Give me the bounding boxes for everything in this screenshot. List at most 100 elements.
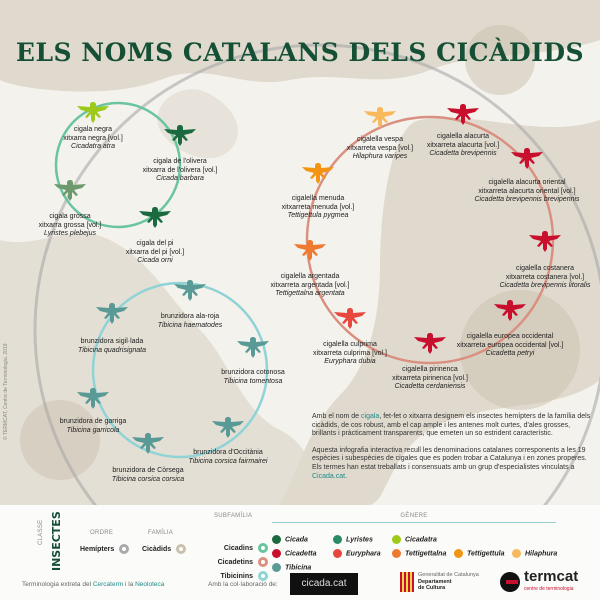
cicada-icon[interactable] [138, 206, 172, 228]
legend-cicadids[interactable]: Cicàdids [142, 544, 187, 554]
cicada-icon[interactable] [163, 124, 197, 146]
cicada-icon[interactable] [413, 332, 447, 354]
legend-genus[interactable]: Cicada [272, 535, 308, 544]
cicadids-ring-icon [176, 544, 187, 554]
cicada-icon[interactable] [446, 103, 480, 125]
legend-genus-label: Cicadetta [285, 550, 317, 558]
species-latin-name: Tibicina corsica fairmairei [188, 457, 268, 465]
cicada-icon[interactable] [236, 336, 270, 358]
legend-genus[interactable]: Cicadatra [392, 535, 437, 544]
cicada-cat-link[interactable]: Cicada.cat [312, 472, 346, 480]
cicada-cat-logo[interactable]: cicada.cat [290, 573, 358, 595]
legend-genus-label: Hilaphura [525, 550, 558, 558]
collab-label: Amb la col·laboració de: [208, 581, 278, 588]
legend-genus-label: Euryphara [346, 550, 381, 558]
genus-dot-icon [272, 535, 281, 544]
species-common-name: brunzidora ala-roja [160, 313, 220, 320]
species-vulgar-name: xitxarreta europea occidental [vol.] [456, 341, 564, 349]
cicada-icon[interactable] [173, 279, 207, 301]
cicada-icon[interactable] [493, 299, 527, 321]
cicada-icon[interactable] [528, 230, 562, 252]
gencat-logo-icon [400, 572, 414, 592]
legend-subfamily[interactable]: Cicadins [212, 543, 268, 553]
genus-dot-icon [272, 549, 281, 558]
cicada-icon[interactable] [76, 101, 110, 123]
species-vulgar-name: xitxarra negra [vol.] [63, 134, 123, 142]
subfamily-ring-icon [258, 557, 268, 567]
cicada-icon[interactable] [510, 147, 544, 169]
cicada-icon[interactable] [131, 432, 165, 454]
species-vulgar-name: xitxarreta culprima [vol.] [313, 349, 387, 357]
intro-text: Aquesta infografia interactiva recull le… [312, 446, 587, 471]
cicada-icon[interactable] [333, 307, 367, 329]
cicada-icon[interactable] [363, 106, 397, 128]
legend-genus[interactable]: Cicadetta [272, 549, 317, 558]
page-title: ELS NOMS CATALANS DELS CICÀDIDS [15, 38, 585, 67]
cicada-icon[interactable] [301, 162, 335, 184]
species-common-name: cigala grossa [49, 213, 91, 220]
species-common-name: cigalella costanera [516, 265, 574, 272]
species-common-name: cigalella menuda [291, 195, 345, 202]
legend-genus[interactable]: Hilaphura [512, 549, 557, 558]
species-latin-name: Tibicina quadrisignata [77, 346, 147, 354]
species-vulgar-name: xitxarreta alacurta [vol.] [426, 141, 500, 149]
species-vulgar-name: xitxarreta pirinenca [vol.] [392, 374, 468, 382]
gencat-line: Departament [418, 578, 452, 585]
legend-subfamily[interactable]: Tibicinins [212, 571, 268, 581]
source-note: Terminologia extreta del Cercaterm i la … [22, 581, 164, 588]
species-common-name: brunzidora cotonosa [221, 369, 285, 376]
cercaterm-link[interactable]: Cercaterm [92, 581, 124, 588]
cicada-icon[interactable] [293, 239, 327, 261]
legend-genus[interactable]: Lyristes [333, 535, 373, 544]
legend-subfamily-label: Cicadins [223, 544, 253, 552]
cicada-icon[interactable] [53, 179, 87, 201]
cicada-icon[interactable] [211, 416, 245, 438]
intro-text: Amb el nom de [312, 413, 362, 420]
termcat-subtitle: centre de terminologia [524, 586, 574, 592]
species-latin-name: Cicadetta brevipennis litoralis [499, 282, 591, 290]
cicada-icon[interactable] [95, 302, 129, 324]
neoloteca-link[interactable]: Neoloteca [135, 581, 165, 588]
termcat-logo[interactable]: termcat [524, 568, 579, 585]
species-common-name: cigalella europea occidental [466, 333, 554, 340]
order-circle [33, 43, 600, 505]
legend-hemipters[interactable]: Hemípters [80, 544, 130, 554]
cigala-link[interactable]: cigala [361, 413, 380, 420]
source-text: i la [123, 581, 136, 588]
species-common-name: brunzidora d'Occitània [193, 449, 263, 456]
intro-text: Amb el nom de cigala, fet-fet o xitxarra… [312, 413, 592, 489]
legend-genus[interactable]: Euryphara [333, 549, 381, 558]
legend-genus-label: Tibicina [285, 564, 312, 572]
legend-genus[interactable]: Tettigettula [454, 549, 504, 558]
legend-genus[interactable]: Tibicina [272, 563, 311, 572]
legend-genus-label: Cicada [285, 536, 308, 544]
legend-subfamily[interactable]: Cicadetins [212, 557, 268, 567]
legend-classe-label: CLASSE [38, 519, 44, 545]
legend-genus[interactable]: Tettigettalna [392, 549, 446, 558]
cicada-icon[interactable] [76, 387, 110, 409]
legend-genere-label: GÈNERE [272, 513, 556, 523]
legend-cicadids-label: Cicàdids [142, 545, 172, 553]
legend-subfamilia-label: SUBFAMÍLIA [214, 513, 253, 519]
species-common-name: cigala de l'olivera [153, 158, 207, 165]
